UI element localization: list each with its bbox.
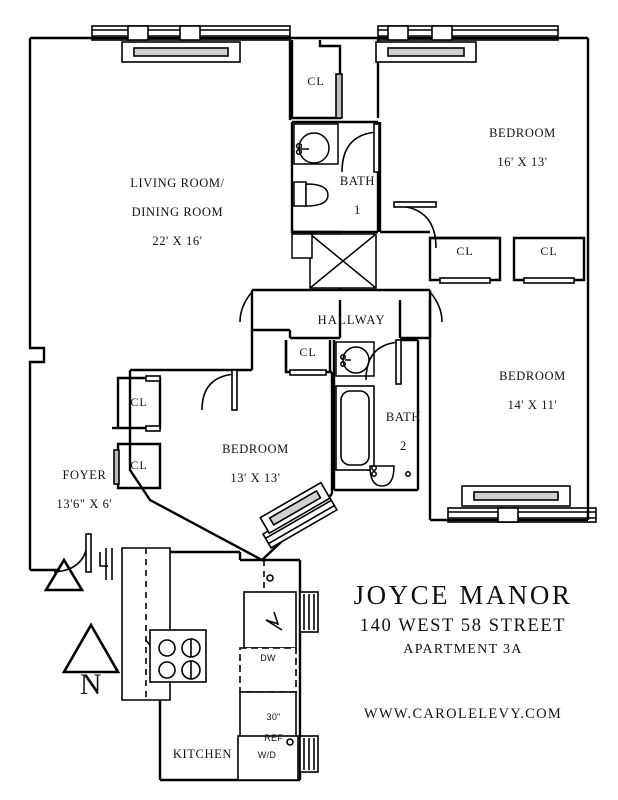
living-room-line1: LIVING ROOM/	[130, 176, 225, 191]
closet-label-foyer-upper: CL	[130, 395, 148, 409]
refrigerator-size: 30"	[266, 712, 281, 723]
kitchen-name: KITCHEN	[172, 747, 232, 762]
building-name-title: JOYCE MANOR	[353, 580, 573, 610]
appliance-label-washer-dryer: W/D	[257, 750, 277, 760]
room-label-foyer: FOYER 13'6" X 6'	[22, 454, 132, 526]
living-room-line2: DINING ROOM	[131, 205, 224, 220]
appliance-label-dishwasher: DW	[260, 653, 276, 663]
bedroom-3-dimensions: 13' X 13'	[230, 471, 281, 486]
living-room-dimensions: 22' X 16'	[152, 233, 203, 248]
closet-label-foyer-lower: CL	[130, 458, 148, 472]
room-label-bath-1: BATH 1	[322, 160, 378, 232]
bath-1-number: 1	[354, 203, 361, 218]
website-url: WWW.CAROLELEVY.COM	[363, 706, 563, 722]
closet-label-bedroom1-a: CL	[456, 244, 474, 258]
closet-label-bedroom1-b: CL	[540, 244, 558, 258]
refrigerator-name: REF	[264, 733, 284, 744]
closet-label-top-hall: CL	[307, 74, 325, 88]
foyer-dimensions: 13'6" X 6'	[56, 497, 113, 512]
room-label-bedroom-3: BEDROOM 13' X 13'	[168, 428, 328, 500]
hallway-name: HALLWAY	[317, 313, 386, 328]
bath-2-name: BATH	[385, 410, 421, 425]
closet-label-hallway: CL	[299, 345, 317, 359]
bedroom-3-name: BEDROOM	[222, 442, 289, 457]
bedroom-1-dimensions: 16' X 13'	[497, 155, 548, 170]
bath-2-number: 2	[400, 439, 407, 454]
compass-north-letter: N	[79, 668, 103, 701]
room-label-living-dining: LIVING ROOM/ DINING ROOM 22' X 16'	[60, 162, 280, 263]
bedroom-2-dimensions: 14' X 11'	[507, 398, 558, 413]
bedroom-2-name: BEDROOM	[499, 369, 566, 384]
room-label-bedroom-2: BEDROOM 14' X 11'	[440, 355, 610, 427]
appliance-label-refrigerator: 30" REF	[245, 702, 291, 754]
apartment-number: APARTMENT 3A	[403, 642, 523, 657]
street-address: 140 WEST 58 STREET	[359, 616, 567, 636]
room-label-kitchen: KITCHEN	[158, 733, 268, 776]
room-label-bath-2: BATH 2	[368, 396, 424, 468]
room-label-bedroom-1: BEDROOM 16' X 13'	[430, 112, 600, 184]
bath-1-name: BATH	[339, 174, 375, 189]
foyer-name: FOYER	[62, 468, 107, 483]
room-label-hallway: HALLWAY	[288, 299, 398, 342]
bedroom-1-name: BEDROOM	[489, 126, 556, 141]
